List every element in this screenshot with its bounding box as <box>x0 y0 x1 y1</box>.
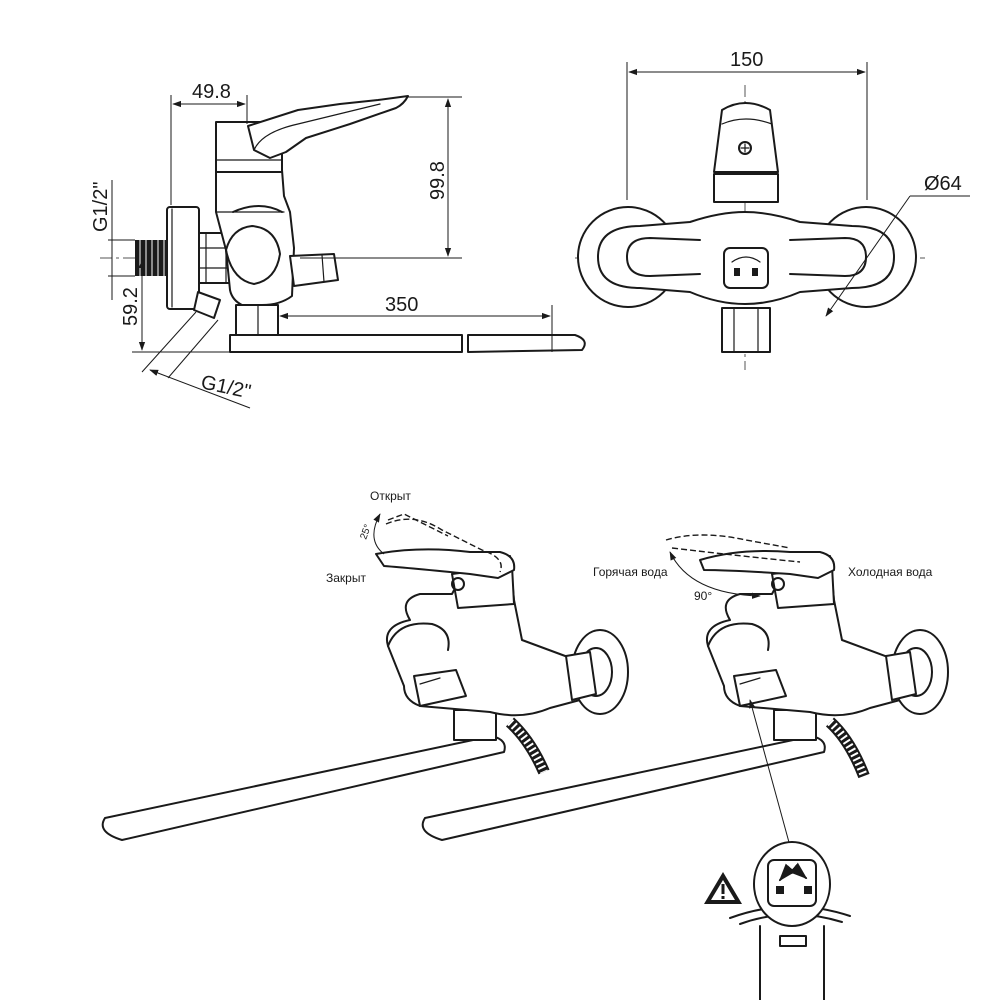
dim-height: 99.8 <box>427 161 449 200</box>
spout-iso <box>101 735 506 841</box>
dim-top-width: 49.8 <box>192 81 231 103</box>
label-closed: Закрыт <box>326 571 366 585</box>
dim-inlet-height: 59.2 <box>120 287 142 326</box>
cartridge-front <box>713 173 779 203</box>
label-cold: Холодная вода <box>848 565 933 579</box>
temperature-isometric: Горячая вода Холодная вода 90° <box>421 534 949 847</box>
spout-collar-front <box>721 307 771 353</box>
side-view: 49.8 99.8 G1/2" 59.2 350 G1/2" <box>90 81 586 409</box>
hose-outlet <box>193 291 221 319</box>
lever-closed <box>375 548 516 579</box>
spout-iso-2 <box>421 735 826 841</box>
lever-center <box>699 550 836 579</box>
label-open: Открыт <box>370 489 411 503</box>
spout-tip <box>467 334 586 353</box>
diverter-front <box>723 247 769 289</box>
diverter-iso <box>413 669 467 707</box>
rotation-angle: 90° <box>694 589 712 603</box>
front-view: 150 Ø64 <box>575 49 970 370</box>
dim-thread-top: G1/2" <box>90 182 112 232</box>
dim-spout-length: 350 <box>385 294 418 316</box>
collar-iso-2 <box>773 709 817 741</box>
lever-handle <box>247 95 409 159</box>
dim-width: 150 <box>730 49 763 71</box>
lever-angle: 25° <box>358 523 374 541</box>
diverter-knob <box>289 253 339 287</box>
lever-open-outline <box>385 518 502 573</box>
spout-collar <box>235 304 279 336</box>
diverter-symbol-icon <box>767 859 817 907</box>
spout-arm <box>229 334 463 353</box>
dim-diameter: Ø64 <box>924 173 962 195</box>
lever-isometric: 25° Открыт Закрыт <box>101 489 629 841</box>
label-hot: Горячая вода <box>593 565 668 579</box>
lever-front <box>713 102 779 173</box>
warning-icon <box>704 872 742 904</box>
detail-pointer <box>749 699 791 847</box>
lever-hot-outline <box>665 534 791 549</box>
collar-iso <box>453 709 497 741</box>
diverter-detail <box>704 841 851 1000</box>
diverter-iso-2 <box>733 669 787 707</box>
dim-thread-bottom: G1/2" <box>199 371 253 403</box>
